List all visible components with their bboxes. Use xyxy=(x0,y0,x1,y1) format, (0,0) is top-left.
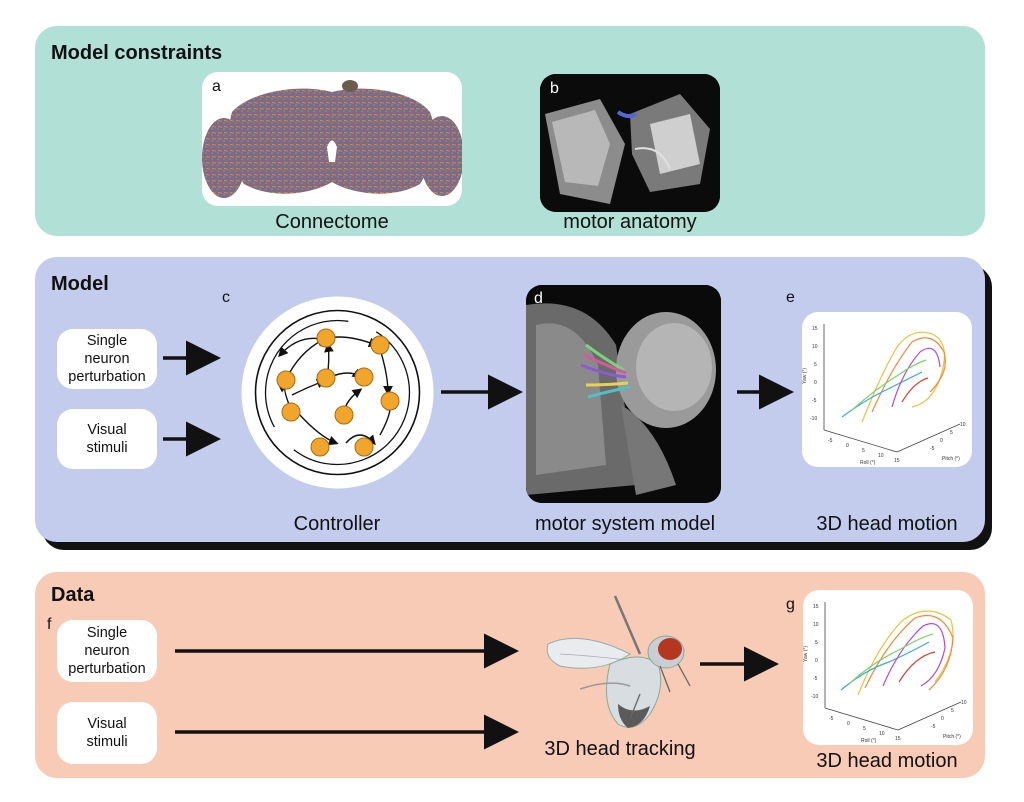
tick-z: 5 xyxy=(814,362,817,368)
tick-z: 5 xyxy=(815,640,818,646)
data-panel: Data f Single neuron perturbation Visual… xyxy=(35,572,985,778)
fruit-fly-icon xyxy=(546,595,691,728)
label-f: f xyxy=(47,616,52,633)
tick-z: 0 xyxy=(814,380,817,386)
label-a: a xyxy=(212,78,221,95)
tick-z: -10 xyxy=(811,694,818,700)
caption-3d-head-tracking: 3D head tracking xyxy=(544,738,696,760)
tick-x: 5 xyxy=(863,726,866,732)
motor-anatomy-image: b xyxy=(540,74,720,212)
3d-trajectory-plot-icon: 15 10 5 0 -5 -10 -5 0 5 10 15 -5 0 5 10 … xyxy=(802,324,966,466)
label-c: c xyxy=(222,289,230,306)
tick-z: 0 xyxy=(815,658,818,664)
input-text-line: stimuli xyxy=(86,734,128,750)
panel-title-model-constraints: Model constraints xyxy=(51,42,223,64)
caption-model-3d-head-motion: 3D head motion xyxy=(816,513,958,535)
axis-label-pitch: Pitch (°) xyxy=(943,734,961,740)
data-input-single-neuron-perturbation: Single neuron perturbation xyxy=(57,620,157,682)
tick-y: -5 xyxy=(931,724,936,730)
caption-motor-system-model: motor system model xyxy=(534,513,716,535)
axis-label-roll: Roll (°) xyxy=(861,738,877,744)
tick-x: 10 xyxy=(878,453,884,459)
motor-system-model-image: d xyxy=(526,285,721,503)
data-input-visual-stimuli: Visual stimuli xyxy=(57,702,157,764)
input-text-line: Single xyxy=(86,625,128,641)
fly-head-render-icon xyxy=(526,285,721,503)
fly-illustration xyxy=(540,594,700,734)
model-constraints-panel: Model constraints a Connectome xyxy=(35,26,985,236)
model-flow-arrows xyxy=(163,340,794,457)
tick-x: 5 xyxy=(862,448,865,454)
tick-z: -5 xyxy=(812,398,817,404)
input-text-line: neuron xyxy=(84,643,130,659)
axis-label-pitch: Pitch (°) xyxy=(942,456,960,462)
caption-motor-anatomy: motor anatomy xyxy=(563,211,697,233)
input-text-line: Visual xyxy=(87,716,127,732)
tick-z: 15 xyxy=(813,604,819,610)
micro-ct-icon xyxy=(540,74,720,212)
3d-trajectory-plot-icon: 15 10 5 0 -5 -10 -5 0 5 10 15 -5 0 5 10 … xyxy=(803,602,967,744)
tick-y: 0 xyxy=(940,438,943,444)
tick-y: 5 xyxy=(950,430,953,436)
caption-controller: Controller xyxy=(293,513,381,535)
tick-x: -5 xyxy=(829,716,834,722)
tick-z: -10 xyxy=(810,416,817,422)
input-text-line: perturbation xyxy=(68,369,146,385)
axis-label-yaw: Yaw (°) xyxy=(802,368,808,384)
axis-label-yaw: Yaw (°) xyxy=(803,646,809,662)
tick-y: 10 xyxy=(960,422,966,428)
tick-x: 15 xyxy=(894,458,900,464)
input-single-neuron-perturbation: Single neuron perturbation xyxy=(57,329,157,389)
tick-z: 10 xyxy=(812,344,818,350)
tick-y: 10 xyxy=(961,700,967,706)
input-visual-stimuli: Visual stimuli xyxy=(57,409,157,469)
data-flow-arrows xyxy=(175,633,779,750)
tick-y: 5 xyxy=(951,708,954,714)
tick-x: 15 xyxy=(895,736,901,742)
tick-x: 10 xyxy=(879,731,885,737)
neural-network-icon xyxy=(241,296,434,489)
label-g: g xyxy=(786,596,795,613)
tick-x: 0 xyxy=(847,721,850,727)
label-b: b xyxy=(550,80,559,97)
label-d: d xyxy=(534,290,543,307)
model-panel: Model Single neuron perturbation Visual … xyxy=(35,257,985,542)
panel-title-data: Data xyxy=(51,584,95,606)
connectome-brain-icon xyxy=(202,80,462,198)
input-text-line: neuron xyxy=(84,351,130,367)
caption-connectome: Connectome xyxy=(275,211,389,233)
model-head-motion-plot: 15 10 5 0 -5 -10 -5 0 5 10 15 -5 0 5 10 … xyxy=(802,312,972,467)
tick-z: 15 xyxy=(812,326,818,332)
input-text-line: Visual xyxy=(87,422,127,438)
tick-x: -5 xyxy=(828,438,833,444)
controller-diagram xyxy=(240,295,435,490)
input-text-line: Single xyxy=(86,333,128,349)
tick-z: 10 xyxy=(813,622,819,628)
caption-data-3d-head-motion: 3D head motion xyxy=(816,750,958,772)
axis-label-roll: Roll (°) xyxy=(860,460,876,466)
input-text-line: perturbation xyxy=(68,661,146,677)
data-head-motion-plot: 15 10 5 0 -5 -10 -5 0 5 10 15 -5 0 5 10 … xyxy=(803,590,973,745)
tick-z: -5 xyxy=(813,676,818,682)
tick-y: 0 xyxy=(941,716,944,722)
tick-x: 0 xyxy=(846,443,849,449)
label-e: e xyxy=(786,289,795,306)
input-text-line: stimuli xyxy=(86,440,128,456)
tick-y: -5 xyxy=(930,446,935,452)
connectome-image: a xyxy=(202,72,462,206)
panel-title-model: Model xyxy=(51,273,109,295)
